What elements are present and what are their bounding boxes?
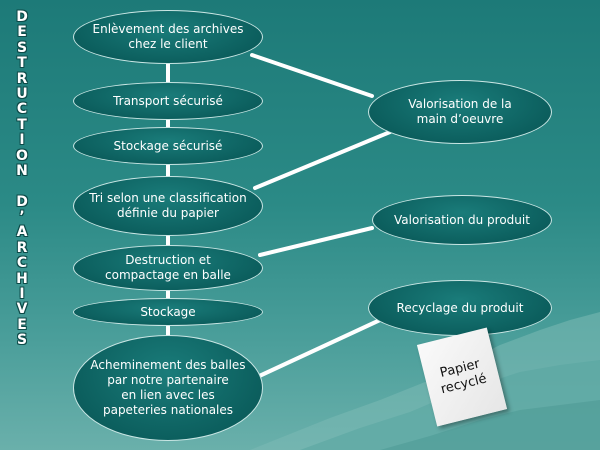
title-letter: D <box>16 193 28 210</box>
outcome-valorisation-main-oeuvre-label: Valorisation de la main d’oeuvre <box>408 97 512 126</box>
title-letter: T <box>17 116 27 133</box>
step-destruction-label: Destruction et compactage en balle <box>105 253 231 282</box>
title-letter: S <box>16 332 28 349</box>
outcome-valorisation-produit: Valorisation du produit <box>372 195 552 245</box>
recycled-paper-label: Papier recyclé <box>438 356 489 398</box>
step-stockage: Stockage <box>73 298 263 326</box>
step-enlevement: Enlèvement des archives chez le client <box>73 10 263 64</box>
title-letter: A <box>16 224 28 241</box>
title-letter: E <box>17 316 27 333</box>
title-letter: ’ <box>19 209 25 226</box>
title-letter: R <box>16 70 28 87</box>
step-tri: Tri selon une classification définie du … <box>73 176 263 236</box>
outcome-valorisation-main-oeuvre: Valorisation de la main d’oeuvre <box>368 80 552 144</box>
step-enlevement-label: Enlèvement des archives chez le client <box>92 22 244 51</box>
step-tri-label: Tri selon une classification définie du … <box>89 191 247 220</box>
title-letter: S <box>16 39 28 56</box>
outcome-valorisation-produit-label: Valorisation du produit <box>394 212 530 227</box>
link-destruction-produit <box>258 226 374 257</box>
step-destruction: Destruction et compactage en balle <box>73 245 263 291</box>
link-enlevement-valorisation <box>250 53 374 98</box>
title-letter: T <box>17 55 27 72</box>
step-transport-label: Transport sécurisé <box>113 93 223 108</box>
link-acheminement-recyclage <box>253 318 382 380</box>
title-letter: I <box>19 132 25 149</box>
title-letter: R <box>16 239 28 256</box>
title-letter: C <box>16 255 28 272</box>
step-acheminement: Acheminement des balles par notre parten… <box>73 335 263 441</box>
title-letter: U <box>16 85 28 102</box>
title-letter: C <box>16 101 28 118</box>
title-letter: D <box>16 9 28 25</box>
title-letter: H <box>16 270 28 287</box>
title-letter: I <box>19 286 25 303</box>
step-transport: Transport sécurisé <box>73 82 263 120</box>
title-letter: E <box>17 24 27 41</box>
title-letter: O <box>16 147 28 164</box>
step-stockage-securise-label: Stockage sécurisé <box>113 138 223 153</box>
step-acheminement-label: Acheminement des balles par notre parten… <box>90 358 246 417</box>
outcome-recyclage-produit-label: Recyclage du produit <box>396 300 524 315</box>
link-tri-valorisation <box>253 130 392 190</box>
step-stockage-label: Stockage <box>140 304 196 319</box>
title-letter: N <box>16 162 28 179</box>
step-stockage-securise: Stockage sécurisé <box>73 127 263 165</box>
title-letter: V <box>16 301 28 318</box>
outcome-recyclage-produit: Recyclage du produit <box>368 280 552 336</box>
